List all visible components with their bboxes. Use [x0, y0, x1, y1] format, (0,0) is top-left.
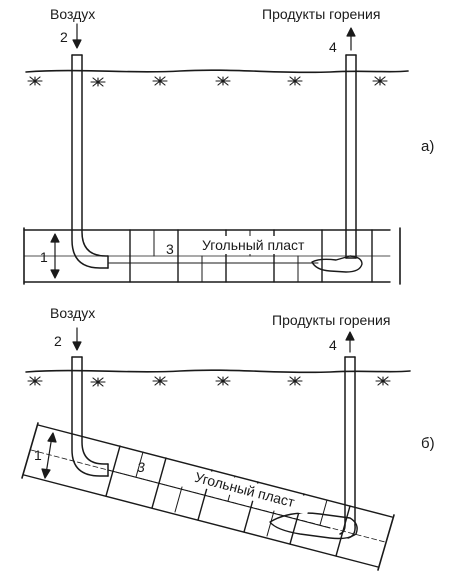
seam-thickness-arrow-b [41, 432, 57, 479]
ground-hatch-b [27, 376, 391, 387]
label-number-2-a: 2 [60, 29, 68, 45]
products-label-a: Продукты горения [262, 6, 380, 22]
products-arrow-a [346, 27, 356, 51]
panel-label-b: б) [421, 435, 435, 452]
products-label-b: Продукты горения [272, 312, 390, 328]
coal-seam-b [21, 422, 395, 571]
label-number-4-b: 4 [329, 337, 337, 353]
air-pipe-b [71, 356, 109, 477]
air-pipe-a [71, 54, 109, 269]
air-arrow-a [72, 23, 82, 49]
diagram-b: Воздух Продукты горения 2 4 1 3 Угольный… [21, 305, 435, 571]
label-number-1-b: 1 [34, 447, 42, 463]
diagram-a: Воздух Продукты горения 2 4 1 3 Угольный… [23, 6, 434, 285]
label-number-3-b: 3 [137, 459, 145, 475]
seam-thickness-arrow-a [50, 233, 60, 279]
label-number-4-a: 4 [329, 39, 337, 55]
air-label-b: Воздух [50, 305, 95, 321]
ground-hatch-a [27, 76, 388, 87]
products-arrow-b [345, 331, 355, 353]
seam-label-backing-a [198, 236, 320, 254]
label-number-2-b: 2 [54, 333, 62, 349]
products-pipe-a [345, 54, 357, 259]
label-number-3-a: 3 [166, 241, 174, 257]
air-arrow-b [72, 327, 82, 351]
air-label-a: Воздух [50, 6, 95, 22]
ground-surface-b [25, 369, 411, 374]
combustion-zone-a [311, 255, 363, 273]
seam-label-a: Угольный пласт [202, 237, 305, 253]
ground-surface-a [25, 69, 409, 74]
gasification-channel-b [107, 469, 331, 529]
products-pipe-b [339, 356, 356, 539]
coal-seam-a [23, 227, 401, 285]
seam-label-b: Угольный пласт [193, 469, 297, 510]
label-number-1-a: 1 [40, 249, 48, 265]
panel-label-a: а) [421, 138, 434, 155]
seam-label-backing-b [188, 466, 312, 515]
